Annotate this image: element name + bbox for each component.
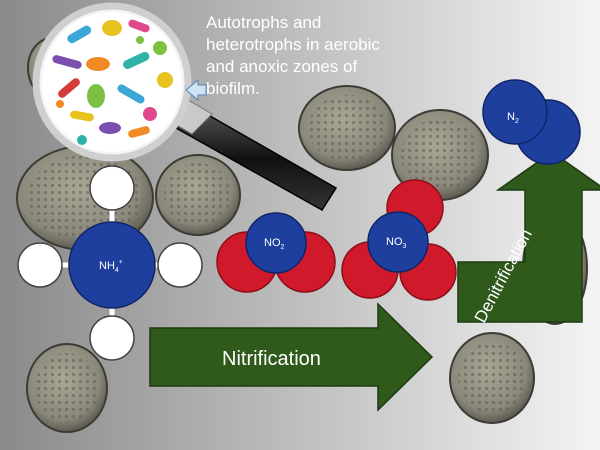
- microbes-illustration: [52, 19, 173, 145]
- nh4-label: NH4+: [99, 259, 123, 274]
- nitrogen-atom: [482, 79, 548, 145]
- no3-molecule: NO3: [341, 179, 457, 301]
- biofilm-caption: Autotrophs and heterotrophs in aerobic a…: [206, 13, 380, 98]
- hydrogen-atom: [89, 315, 135, 361]
- n2-label: N2: [507, 111, 519, 125]
- nitrogen-atom: [68, 221, 156, 309]
- no2-molecule: NO2: [216, 212, 336, 293]
- biofilm-cell: [298, 85, 396, 171]
- biofilm-cell: [391, 109, 489, 201]
- hydrogen-atom: [157, 242, 203, 288]
- hydrogen-atom: [89, 165, 135, 211]
- nitrogen-atom: [245, 212, 307, 274]
- no3-label: NO3: [386, 236, 407, 250]
- hydrogen-atom: [17, 242, 63, 288]
- n2-molecule: N2: [482, 79, 581, 165]
- nitrification-arrow: Nitrification: [149, 302, 434, 412]
- nitrification-label: Nitrification: [222, 348, 321, 370]
- pointer-arrow-icon: [185, 78, 207, 102]
- biofilm-cell: [449, 332, 535, 424]
- biofilm-cell: [155, 154, 241, 236]
- nitrogen-atom: [367, 211, 429, 273]
- nh4-molecule: NH4+: [17, 165, 203, 361]
- biofilm-cell: [26, 343, 108, 433]
- magnifying-glass-icon: [32, 2, 338, 212]
- no2-label: NO2: [264, 237, 285, 251]
